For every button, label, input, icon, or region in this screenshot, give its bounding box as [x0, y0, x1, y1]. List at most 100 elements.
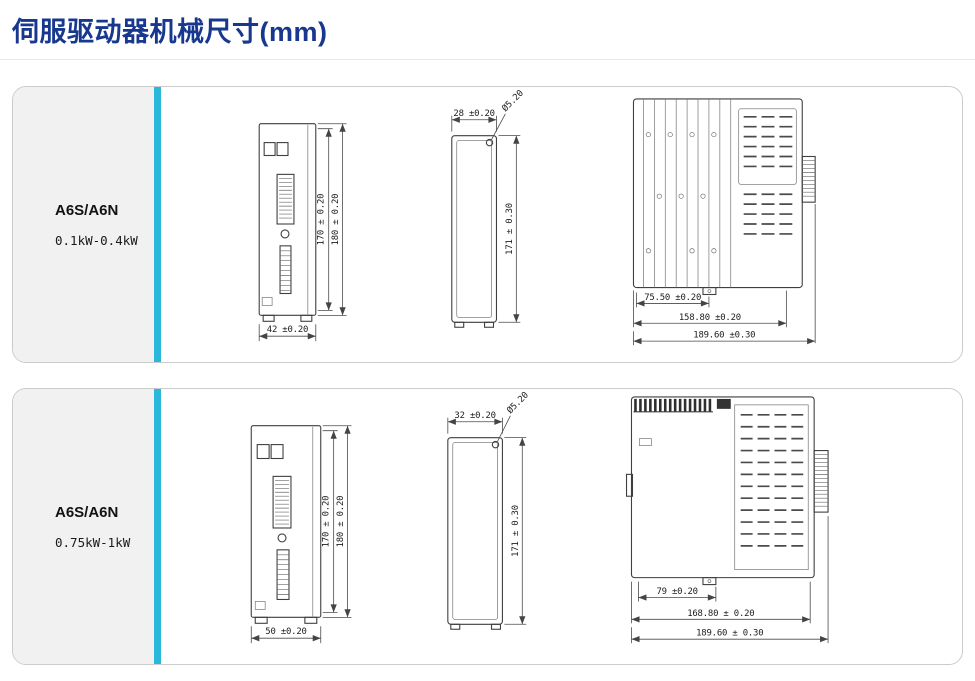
model-name: A6S/A6N	[55, 201, 119, 219]
foot-hole	[707, 289, 712, 293]
front-width-dim-text: 50 ±0.20	[265, 627, 306, 637]
depth2-dimension: 158.80 ±0.20	[633, 290, 787, 328]
top-width-dim-text: 32 ±0.20	[454, 411, 495, 421]
mounting-foot	[702, 286, 717, 296]
top-block	[716, 398, 731, 409]
power-range: 0.75kW-1kW	[55, 534, 131, 550]
depth3-dim-text: 189.60 ± 0.30	[696, 629, 763, 639]
comm-port-a	[263, 142, 276, 157]
mechanical-drawing-high-power: 170 ± 0.20 180 ± 0.20 50 ±0.20	[250, 390, 829, 644]
ground-terminal	[261, 297, 273, 306]
front-foot-left	[262, 314, 275, 322]
front-height-dimension: 180 ± 0.20	[317, 123, 347, 316]
depth2-dimension: 168.80 ± 0.20	[631, 581, 811, 624]
front-foot-right	[304, 616, 318, 624]
vent-frame	[738, 108, 797, 185]
side-view: 75.50 ±0.20 158.80 ±0.20 189.60 ±0.30	[632, 98, 816, 346]
io-connector-pins	[275, 480, 289, 525]
front-view: 170 ± 0.20 180 ± 0.20 42 ±0.20	[258, 123, 347, 342]
front-mount-height-dim-text: 170 ± 0.20	[322, 496, 332, 548]
io-connector	[272, 475, 292, 529]
mount-hole	[485, 138, 494, 147]
depth1-dimension: 79 ±0.20	[638, 581, 717, 602]
model-label-block: A6S/A6N 0.75kW-1kW	[13, 389, 154, 664]
depth2-dim-text: 168.80 ± 0.20	[687, 609, 754, 619]
front-width-dim-text: 42 ±0.20	[267, 325, 308, 335]
hole-leader-line	[491, 113, 506, 140]
top-height-dimension: 171 ± 0.30	[504, 437, 527, 625]
heatsink-comb	[634, 398, 712, 412]
front-width-dimension: 50 ±0.20	[250, 626, 322, 644]
vent-slots-lower	[743, 193, 793, 235]
rear-connector	[813, 450, 829, 513]
manual-page: 伺服驱动器机械尺寸(mm) A6S/A6N 0.1kW-0.4kW	[0, 6, 975, 665]
vent-slots	[740, 413, 804, 547]
vent-frame	[734, 404, 809, 571]
rear-connector-hatch	[814, 454, 829, 507]
front-view: 170 ± 0.20 180 ± 0.20 50 ±0.20	[250, 425, 352, 644]
depth2-dim-text: 158.80 ±0.20	[679, 313, 741, 323]
vent-slots-upper	[743, 115, 793, 168]
front-width-dimension: 42 ±0.20	[258, 324, 317, 342]
hole-diameter-dim-text: Ø5.20	[505, 390, 531, 416]
dimension-panel-low-power: A6S/A6N 0.1kW-0.4kW	[12, 86, 963, 363]
top-body-outline	[447, 437, 503, 625]
side-view: 79 ±0.20 168.80 ± 0.20 189.60 ± 0.30	[625, 396, 829, 644]
front-foot-right	[300, 314, 313, 322]
dimension-panel-high-power: A6S/A6N 0.75kW-1kW	[12, 388, 963, 665]
hole-diameter-dim-text: Ø5.20	[500, 88, 526, 114]
rear-connector	[801, 155, 816, 203]
top-width-dimension: 28 ±0.20	[451, 109, 497, 132]
round-connector	[277, 533, 287, 543]
top-foot-right	[484, 321, 495, 328]
side-body-outline	[632, 98, 803, 289]
drawing-area: 170 ± 0.20 180 ± 0.20 42 ±0.20	[161, 87, 962, 362]
front-mount-height-dimension: 170 ± 0.20	[322, 430, 338, 613]
page-title: 伺服驱动器机械尺寸(mm)	[12, 17, 328, 47]
depth3-dimension: 189.60 ±0.30	[633, 204, 816, 346]
top-height-dimension: 171 ± 0.30	[498, 135, 521, 323]
round-connector	[280, 229, 290, 239]
comm-port-b	[270, 444, 284, 460]
foot-hole	[707, 579, 712, 583]
top-foot-left	[450, 623, 461, 630]
top-foot-right	[490, 623, 501, 630]
top-body-outline	[451, 135, 498, 323]
side-label-mark	[639, 438, 652, 446]
power-connector-pins	[280, 250, 291, 291]
top-height-dim-text: 171 ± 0.30	[505, 203, 515, 255]
comm-port-a	[256, 444, 270, 460]
power-connector	[279, 245, 292, 295]
top-view: Ø5.20 32 ±0.20 171 ± 0.30	[447, 390, 531, 630]
front-body-outline	[250, 425, 322, 618]
top-view: Ø5.20 28 ±0.20 171 ± 0.30	[451, 88, 526, 328]
front-height-dim-text: 180 ± 0.20	[336, 496, 346, 548]
top-height-dim-text: 171 ± 0.30	[511, 505, 521, 557]
heatsink-fins	[643, 98, 721, 288]
depth3-dim-text: 189.60 ±0.30	[693, 331, 755, 341]
depth1-dimension: 75.50 ±0.20	[636, 292, 710, 308]
model-name: A6S/A6N	[55, 503, 119, 521]
drawing-area: 170 ± 0.20 180 ± 0.20 50 ±0.20	[161, 389, 962, 664]
accent-divider-bar	[154, 389, 161, 664]
front-foot-left	[254, 616, 268, 624]
io-connector	[276, 173, 295, 225]
power-range: 0.1kW-0.4kW	[55, 232, 138, 248]
front-mount-height-dim-text: 170 ± 0.20	[317, 194, 327, 246]
fin-screw-holes	[645, 132, 717, 254]
depth3-dimension: 189.60 ± 0.30	[631, 516, 829, 644]
top-body-inner	[452, 442, 498, 620]
front-height-dimension: 180 ± 0.20	[322, 425, 352, 618]
front-height-dim-text: 180 ± 0.20	[331, 194, 341, 246]
io-connector-pins	[279, 178, 292, 219]
power-connector-pins	[277, 554, 289, 595]
mounting-foot	[702, 577, 717, 586]
depth1-dim-text: 75.50 ±0.20	[644, 293, 701, 303]
top-width-dim-text: 28 ±0.20	[453, 109, 494, 119]
front-mount-height-dimension: 170 ± 0.20	[317, 128, 333, 311]
depth1-dim-text: 79 ±0.20	[656, 587, 697, 597]
page-header: 伺服驱动器机械尺寸(mm)	[0, 6, 975, 60]
top-width-dimension: 32 ±0.20	[447, 411, 503, 434]
ground-terminal	[254, 601, 266, 610]
model-label-block: A6S/A6N 0.1kW-0.4kW	[13, 87, 154, 362]
